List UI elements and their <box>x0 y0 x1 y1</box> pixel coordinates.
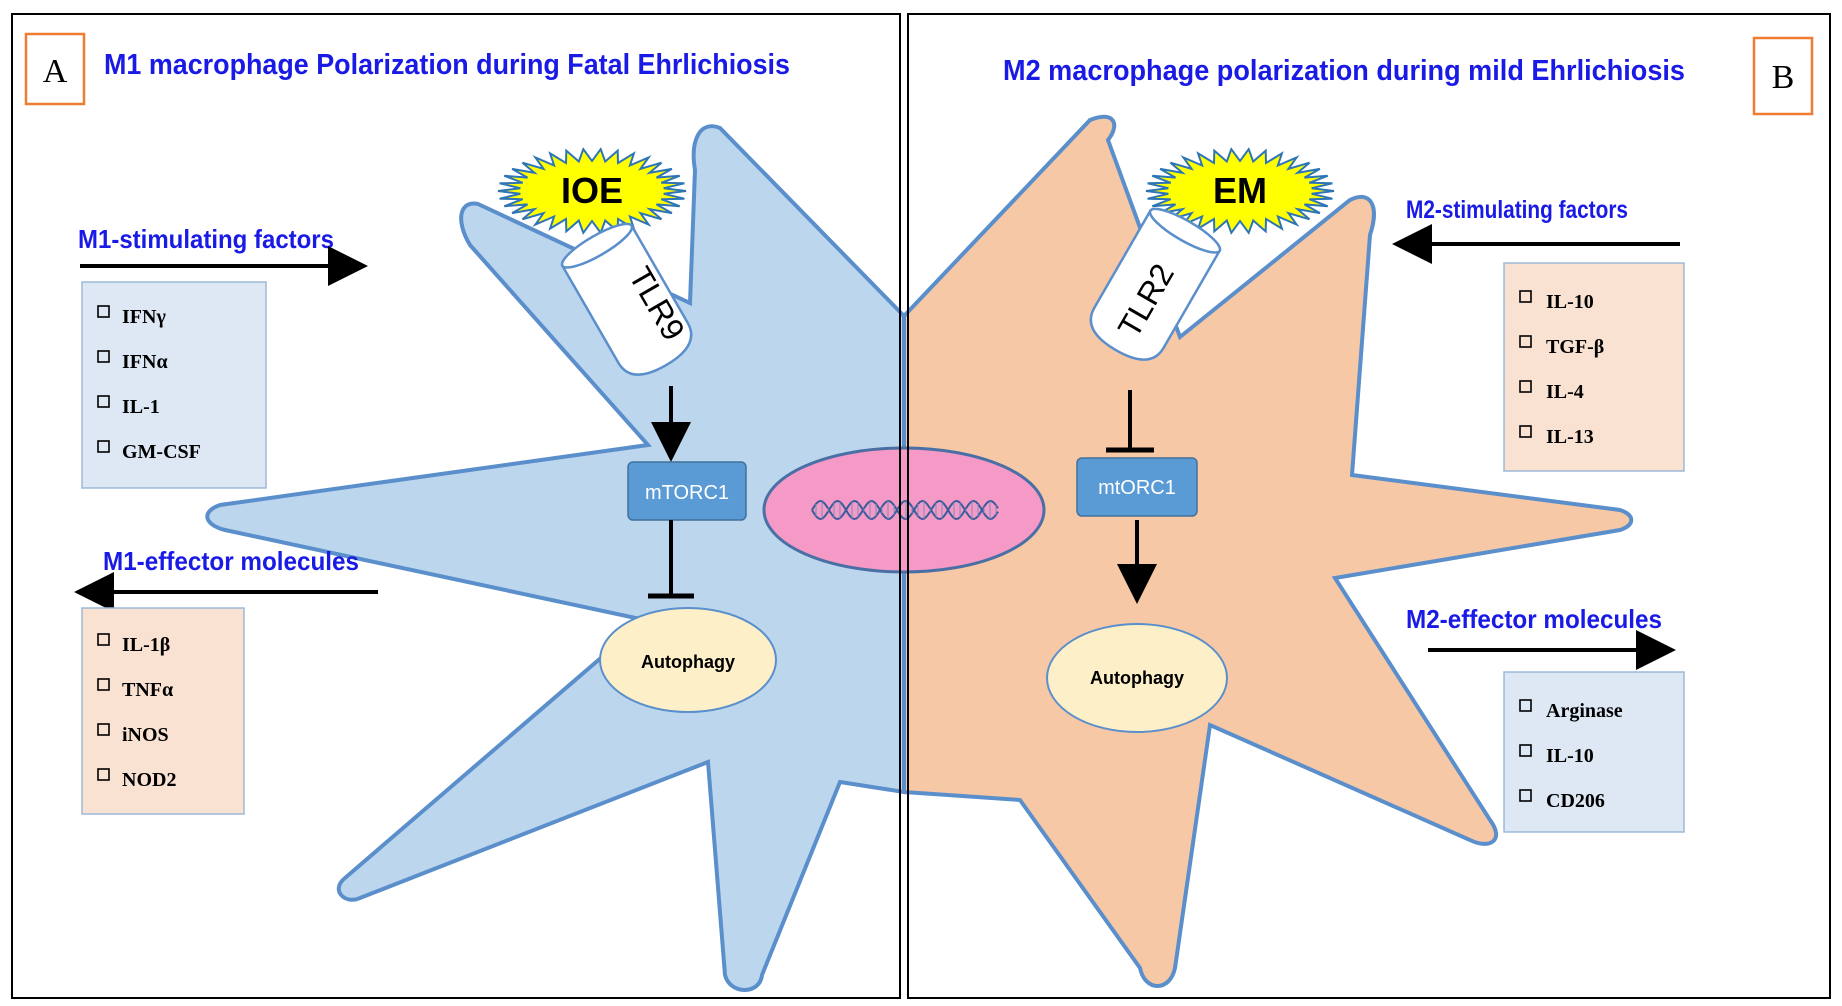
list-item: IL-4 <box>1519 380 1584 403</box>
mtorc1-node-a: mTORC1 <box>627 461 747 521</box>
m2-effector-box <box>1503 671 1685 833</box>
list-item: CD206 <box>1519 789 1605 812</box>
autophagy-node-a: Autophagy <box>599 607 777 713</box>
svg-text:iNOS: iNOS <box>122 724 169 746</box>
list-item: TNFα <box>97 678 173 701</box>
list-item: IL-1β <box>97 633 170 656</box>
svg-text:CD206: CD206 <box>1546 790 1605 812</box>
list-item: IL-10 <box>1519 290 1594 313</box>
process-label: Autophagy <box>641 652 735 672</box>
svg-text:IFNγ: IFNγ <box>122 306 166 328</box>
panel-a-letter: A <box>43 53 68 90</box>
pathogen-burst-em: EM <box>1145 147 1335 235</box>
m1-macrophage-cell <box>205 124 906 992</box>
panel-b-title: M2 macrophage polarization during mild E… <box>1003 55 1685 87</box>
complex-label: mTORC1 <box>645 482 729 504</box>
pathogen-label: IOE <box>561 170 623 211</box>
m2-stimulating-box <box>1503 262 1685 472</box>
dna-helix-icon <box>811 499 999 521</box>
list-item: IFNα <box>97 350 168 373</box>
inhibition-arrow-a <box>648 520 694 599</box>
panel-a-letter-box <box>24 32 86 106</box>
list-item: NOD2 <box>97 768 176 791</box>
svg-text:IL-13: IL-13 <box>1546 426 1594 448</box>
svg-text:IL-10: IL-10 <box>1546 745 1594 767</box>
list-item: GM-CSF <box>97 440 201 463</box>
autophagy-node-b: Autophagy <box>1046 623 1228 733</box>
nucleus <box>762 446 1046 574</box>
process-label: Autophagy <box>1090 668 1184 688</box>
list-item: Arginase <box>1519 699 1623 722</box>
m1-effector-heading: M1-effector molecules <box>103 546 359 576</box>
m1-effector-list: IL-1β TNFα iNOS NOD2 <box>97 633 176 791</box>
list-item: IFNγ <box>97 305 166 328</box>
list-item: iNOS <box>97 723 169 746</box>
m2-stimulating-list: IL-10 TGF-β IL-4 IL-13 <box>1519 290 1604 448</box>
panel-b-letter: B <box>1772 59 1795 96</box>
m2-macrophage-cell <box>902 114 1634 988</box>
m2-effector-heading: M2-effector molecules <box>1406 604 1662 634</box>
mtorc1-node-b: mtORC1 <box>1076 457 1198 517</box>
complex-label: mtORC1 <box>1098 477 1176 499</box>
inhibition-arrow-b <box>1106 390 1154 453</box>
svg-text:IL-1: IL-1 <box>122 396 160 418</box>
list-item: TGF-β <box>1519 335 1604 358</box>
list-item: IL-13 <box>1519 425 1594 448</box>
m1-stimulating-list: IFNγ IFNα IL-1 GM-CSF <box>97 305 201 463</box>
svg-text:Arginase: Arginase <box>1546 700 1623 722</box>
m1-stimulating-box <box>81 281 267 489</box>
pathogen-label: EM <box>1213 170 1267 211</box>
list-item: IL-10 <box>1519 744 1594 767</box>
panel-b: B M2 macrophage polarization during mild… <box>1003 36 1814 833</box>
m2-stimulating-heading: M2-stimulating factors <box>1406 196 1628 224</box>
m2-effector-list: Arginase IL-10 CD206 <box>1519 699 1623 812</box>
svg-text:IL-10: IL-10 <box>1546 291 1594 313</box>
receptor-tlr2: TLR2 <box>1089 207 1222 361</box>
svg-text:GM-CSF: GM-CSF <box>122 441 201 463</box>
svg-text:IL-1β: IL-1β <box>122 634 170 656</box>
svg-text:IFNα: IFNα <box>122 351 168 373</box>
svg-text:TGF-β: TGF-β <box>1546 336 1604 358</box>
m1-stimulating-heading: M1-stimulating factors <box>78 224 334 254</box>
pathogen-burst-ioe: IOE <box>497 147 687 235</box>
svg-text:NOD2: NOD2 <box>122 769 176 791</box>
svg-text:TNFα: TNFα <box>122 679 173 701</box>
svg-text:IL-4: IL-4 <box>1546 381 1584 403</box>
panel-a-title: M1 macrophage Polarization during Fatal … <box>104 49 790 81</box>
panel-b-letter-box <box>1752 36 1814 116</box>
list-item: IL-1 <box>97 395 160 418</box>
